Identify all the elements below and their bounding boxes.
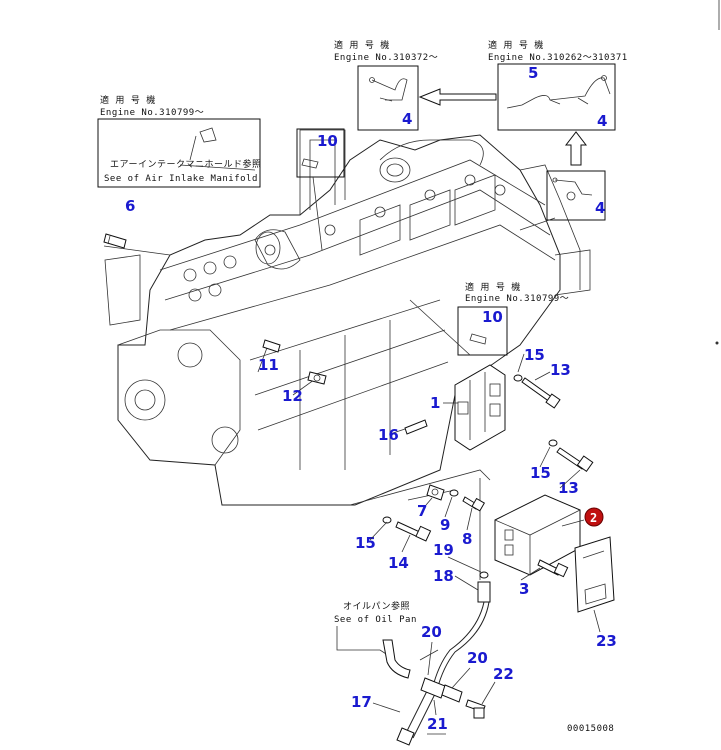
callout-19[interactable]: 19 <box>433 541 454 559</box>
callout-9[interactable]: 9 <box>440 516 450 534</box>
callout-5[interactable]: 5 <box>528 64 538 82</box>
callout-13-upper[interactable]: 13 <box>550 361 571 379</box>
bolt-part-13-lower <box>556 447 594 473</box>
note-top-left-header: 適 用 号 機 <box>334 39 390 51</box>
bolt-part-14 <box>395 521 432 542</box>
washer-part-15-lower <box>382 516 392 524</box>
washer-part-15-mid <box>548 439 558 447</box>
callout-11[interactable]: 11 <box>258 356 279 374</box>
inset-part-10-top <box>296 128 345 178</box>
notes: 適 用 号 機 Engine No.310372～ 適 用 号 機 Engine… <box>100 39 628 734</box>
note-mid-engine: Engine No.310799～ <box>465 294 569 304</box>
sensor-part-6 <box>103 233 127 249</box>
callout-7[interactable]: 7 <box>417 502 427 520</box>
note-left-ref-en: See of Air Inlake Manifold <box>104 174 258 184</box>
sensor-part-11 <box>262 339 281 353</box>
note-top-right-engine: Engine No.310262～310371 <box>488 53 628 63</box>
note-left-header: 適 用 号 機 <box>100 94 156 106</box>
engine-block <box>104 129 591 506</box>
plate-part-23 <box>574 536 615 613</box>
inset-engine-310372 <box>357 65 419 131</box>
sensor-part-12 <box>307 371 327 385</box>
inset-engine-310262 <box>497 63 616 131</box>
callout-15-lower[interactable]: 15 <box>355 534 376 552</box>
callout-20-lower[interactable]: 20 <box>467 649 488 667</box>
callout-1[interactable]: 1 <box>430 394 440 412</box>
oilpan-elbow <box>382 639 411 679</box>
tube-assembly <box>396 601 490 746</box>
callout-15-upper[interactable]: 15 <box>524 346 545 364</box>
callout-22[interactable]: 22 <box>493 665 514 683</box>
arrow-up-icon <box>564 131 588 166</box>
callout-3[interactable]: 3 <box>519 580 529 598</box>
callout-21[interactable]: 21 <box>427 715 448 733</box>
callout-4-right[interactable]: 4 <box>595 199 605 217</box>
note-oilpan-jp: オイルパン参照 <box>343 600 410 612</box>
callout-8[interactable]: 8 <box>462 530 472 548</box>
arrow-left-icon <box>418 88 497 106</box>
note-left-ref-jp: エアーインテークマニホールド参照 <box>110 158 261 170</box>
note-mid-header: 適 用 号 機 <box>465 281 521 293</box>
pin-part-16 <box>404 419 428 435</box>
callouts: 1 2 3 4 4 4 5 6 7 8 9 10 10 11 12 13 13 … <box>125 64 617 733</box>
note-top-right-header: 適 用 号 機 <box>488 39 544 51</box>
callout-6[interactable]: 6 <box>125 197 135 215</box>
callout-13-lower[interactable]: 13 <box>558 479 579 497</box>
note-left-engine: Engine No.310799～ <box>100 108 204 118</box>
callout-16[interactable]: 16 <box>378 426 399 444</box>
note-top-left-engine: Engine No.310372～ <box>334 53 438 63</box>
callout-2-badge <box>584 507 604 527</box>
bracket-part-1 <box>454 364 506 451</box>
callout-20-upper[interactable]: 20 <box>421 623 442 641</box>
sensor-part-7 <box>426 484 445 501</box>
bolt-part-8 <box>462 496 486 512</box>
plug-part-19 <box>479 571 489 579</box>
callout-2[interactable]: 2 <box>584 507 604 527</box>
inset-air-intake <box>97 118 261 188</box>
fitting-part-18 <box>477 581 491 603</box>
inset-arrows <box>418 88 588 166</box>
callout-15-mid[interactable]: 15 <box>530 464 551 482</box>
edge-marks <box>715 0 720 345</box>
drawing-number: 00015008 <box>567 724 614 734</box>
inset-part-10-mid <box>457 306 508 356</box>
bolt-part-3 <box>537 559 569 578</box>
bolt-part-13-upper <box>521 377 561 409</box>
controller-part-2 <box>494 494 581 576</box>
callout-4-top-right[interactable]: 4 <box>597 112 607 130</box>
callout-10-top[interactable]: 10 <box>317 132 338 150</box>
callout-17[interactable]: 17 <box>351 693 372 711</box>
callout-4-top-left[interactable]: 4 <box>402 110 412 128</box>
washer-part-15-upper <box>513 374 523 382</box>
callout-18[interactable]: 18 <box>433 567 454 585</box>
note-oilpan-en: See of Oil Pan <box>334 615 417 625</box>
callout-12[interactable]: 12 <box>282 387 303 405</box>
leader-lines <box>103 164 556 661</box>
inset-sensor-4 <box>546 170 606 221</box>
callout-leaders <box>369 353 601 735</box>
callout-10-mid[interactable]: 10 <box>482 308 503 326</box>
washer-part-9 <box>449 489 459 497</box>
callout-14[interactable]: 14 <box>388 554 409 572</box>
callout-23[interactable]: 23 <box>596 632 617 650</box>
callout-2-label: 2 <box>590 511 597 525</box>
